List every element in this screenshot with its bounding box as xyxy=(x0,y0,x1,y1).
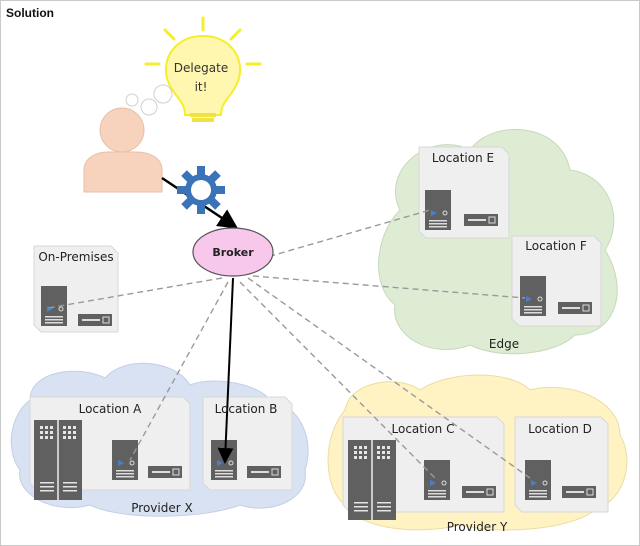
broker-label: Broker xyxy=(212,246,254,259)
on-premises-rack-unit-icon xyxy=(77,313,113,327)
location-e-rack-unit-icon xyxy=(463,213,499,227)
location-c-rack-unit-icon xyxy=(461,485,497,499)
bulb-text-line1: Delegate xyxy=(174,61,228,75)
location-b-server-icon xyxy=(210,439,238,481)
location-e-label: Location E xyxy=(432,151,494,165)
on-premises-label: On-Premises xyxy=(38,250,113,264)
location-d-server-icon xyxy=(524,459,552,501)
person-icon xyxy=(83,107,163,193)
location-f-server-icon xyxy=(519,275,547,317)
link-location-e xyxy=(249,209,431,263)
location-c-datacenter-rack-icon xyxy=(347,439,397,521)
bulb-text-line2: it! xyxy=(195,80,208,94)
link-location-b xyxy=(217,277,234,464)
link-location-f xyxy=(252,275,526,299)
location-c-server-icon xyxy=(423,459,451,501)
gear-icon xyxy=(177,166,225,214)
location-e-server-icon xyxy=(424,189,452,231)
location-a-label: Location A xyxy=(79,402,143,416)
location-a-server-icon xyxy=(111,439,139,481)
provider-x-label: Provider X xyxy=(131,501,192,515)
lightbulb-icon xyxy=(144,16,262,122)
thought-bubbles xyxy=(125,84,173,116)
broker-links xyxy=(47,209,531,479)
location-c-label: Location C xyxy=(392,422,455,436)
location-b-rack-unit-icon xyxy=(246,465,282,479)
broker-node xyxy=(192,227,274,277)
location-d-label: Location D xyxy=(528,422,592,436)
link-location-c xyxy=(239,281,436,479)
link-location-d xyxy=(247,277,531,479)
location-f-label: Location F xyxy=(525,239,587,253)
provider-y-label: Provider Y xyxy=(447,520,508,534)
location-a-datacenter-rack-icon xyxy=(33,419,83,501)
location-b-label: Location B xyxy=(215,402,278,416)
location-a-rack-unit-icon xyxy=(147,465,183,479)
location-d-rack-unit-icon xyxy=(561,485,597,499)
edge-cloud-label: Edge xyxy=(489,337,519,351)
link-location-a xyxy=(129,281,229,461)
diagram-title: Solution xyxy=(6,6,54,20)
location-f-rack-unit-icon xyxy=(557,301,593,315)
